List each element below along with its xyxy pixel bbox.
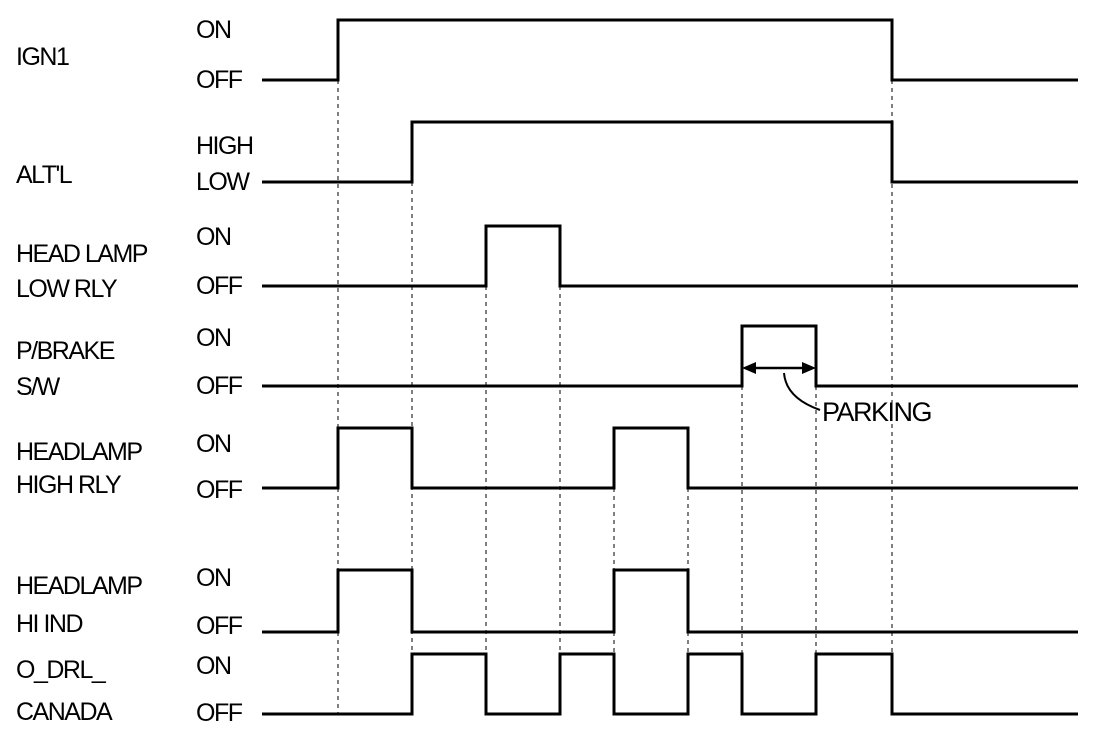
state-label-high: ON bbox=[196, 16, 231, 44]
state-label-high: HIGH bbox=[196, 132, 253, 160]
signal-waveform bbox=[262, 324, 1078, 388]
signal-row: HEAD LAMP LOW RLY ON OFF bbox=[16, 223, 1078, 303]
signal-name-line: IGN1 bbox=[16, 43, 69, 71]
state-label-low: OFF bbox=[196, 272, 243, 300]
signal-row: IGN1 ON OFF bbox=[16, 16, 1078, 94]
signal-row: O_DRL_ CANADA ON OFF bbox=[16, 652, 1078, 727]
signal-row: HEADLAMP HIGH RLY ON OFF bbox=[16, 426, 1078, 504]
signal-row: ALT'L HIGH LOW bbox=[16, 120, 1078, 196]
signal-waveform bbox=[262, 224, 1078, 288]
signal-row: HEADLAMP HI IND ON OFF bbox=[16, 564, 1078, 640]
signal-name-line: ALT'L bbox=[16, 161, 73, 189]
signal-waveform bbox=[262, 652, 1078, 716]
state-label-low: OFF bbox=[196, 699, 243, 727]
signal-name-line: HEADLAMP bbox=[16, 572, 142, 600]
signal-name-line: O_DRL_ bbox=[16, 656, 107, 684]
state-label-high: ON bbox=[196, 430, 231, 458]
state-label-low: OFF bbox=[196, 372, 243, 400]
signal-name-line: CANADA bbox=[16, 698, 113, 726]
parking-label: PARKING bbox=[822, 397, 931, 427]
signal-waveform bbox=[262, 568, 1078, 634]
signal-row: P/BRAKE S/W ON OFF bbox=[16, 324, 1078, 401]
state-label-low: LOW bbox=[196, 168, 250, 196]
state-label-low: OFF bbox=[196, 476, 243, 504]
state-label-high: ON bbox=[196, 652, 231, 680]
signal-waveform bbox=[262, 426, 1078, 490]
signal-name-line: HEAD LAMP bbox=[16, 240, 148, 268]
signal-waveform bbox=[262, 18, 1078, 82]
signal-name-line: LOW RLY bbox=[16, 275, 118, 303]
state-label-low: OFF bbox=[196, 612, 243, 640]
signal-name-line: P/BRAKE bbox=[16, 337, 115, 365]
arrow-head-left bbox=[742, 362, 756, 374]
state-label-high: ON bbox=[196, 223, 231, 251]
signal-waveform bbox=[262, 120, 1078, 184]
parking-annotation: PARKING bbox=[742, 362, 933, 427]
state-label-high: ON bbox=[196, 324, 231, 352]
state-label-high: ON bbox=[196, 564, 231, 592]
signal-name-line: S/W bbox=[16, 373, 61, 401]
state-label-low: OFF bbox=[196, 66, 243, 94]
arrow-head-right bbox=[802, 362, 816, 374]
signal-name-line: HIGH RLY bbox=[16, 471, 122, 499]
signal-name-line: HI IND bbox=[16, 610, 82, 638]
signal-name-line: HEADLAMP bbox=[16, 438, 142, 466]
parking-leader-line bbox=[783, 372, 821, 411]
